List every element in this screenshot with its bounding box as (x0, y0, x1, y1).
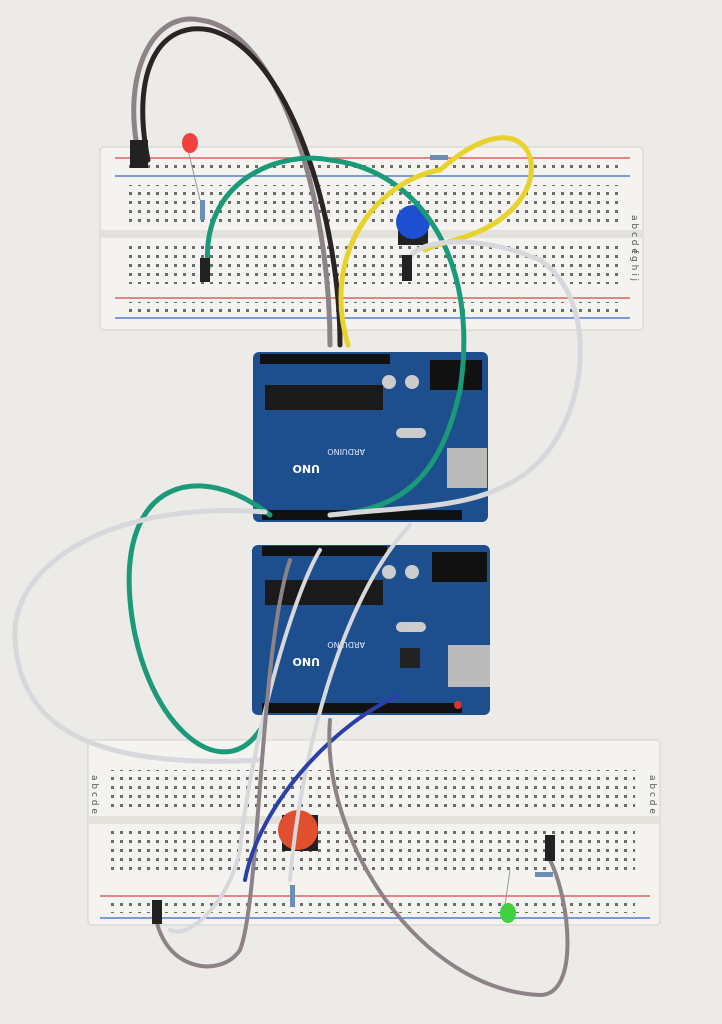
gray-wire (131, 16, 333, 348)
white-wire-bottom (168, 548, 322, 934)
resistor (290, 885, 295, 907)
led-red-leg (187, 149, 201, 201)
blue-wire (243, 693, 402, 882)
white-wire-top (327, 239, 583, 518)
resistor (200, 200, 205, 220)
arduino-uno-top: UNO ARDUINO (253, 352, 488, 522)
gray-wire-right (327, 718, 570, 998)
green-wire-top (205, 155, 467, 518)
svg-text:ARDUINO: ARDUINO (327, 640, 365, 649)
top-breadboard: a b c d e f g h i j (99, 146, 644, 331)
red-led (182, 133, 198, 153)
bottom-breadboard: a b c d e a b c d e (87, 739, 661, 926)
red-pushbutton[interactable] (278, 810, 318, 850)
arduino-uno-bottom: UNO ARDUINO (252, 545, 490, 715)
svg-text:f g h i j: f g h i j (629, 250, 639, 281)
blue-pushbutton[interactable] (396, 205, 430, 239)
resistor (430, 155, 448, 160)
svg-text:UNO: UNO (293, 462, 321, 475)
svg-text:UNO: UNO (293, 655, 321, 668)
svg-text:ARDUINO: ARDUINO (327, 447, 365, 456)
white-wire-left (12, 508, 268, 764)
green-wire-bottom (126, 483, 273, 755)
components (182, 133, 553, 923)
svg-text:a b c d e: a b c d e (629, 215, 639, 254)
white-wire-mid (288, 523, 412, 882)
resistor (535, 872, 553, 877)
black-wire (140, 26, 343, 348)
svg-text:a b c d e: a b c d e (89, 775, 99, 814)
green-led (500, 903, 516, 923)
svg-text:a b c d e: a b c d e (647, 775, 657, 814)
yellow-wire (338, 135, 534, 348)
gray-wire-bottom (153, 558, 292, 969)
jumper-wires (12, 16, 583, 998)
